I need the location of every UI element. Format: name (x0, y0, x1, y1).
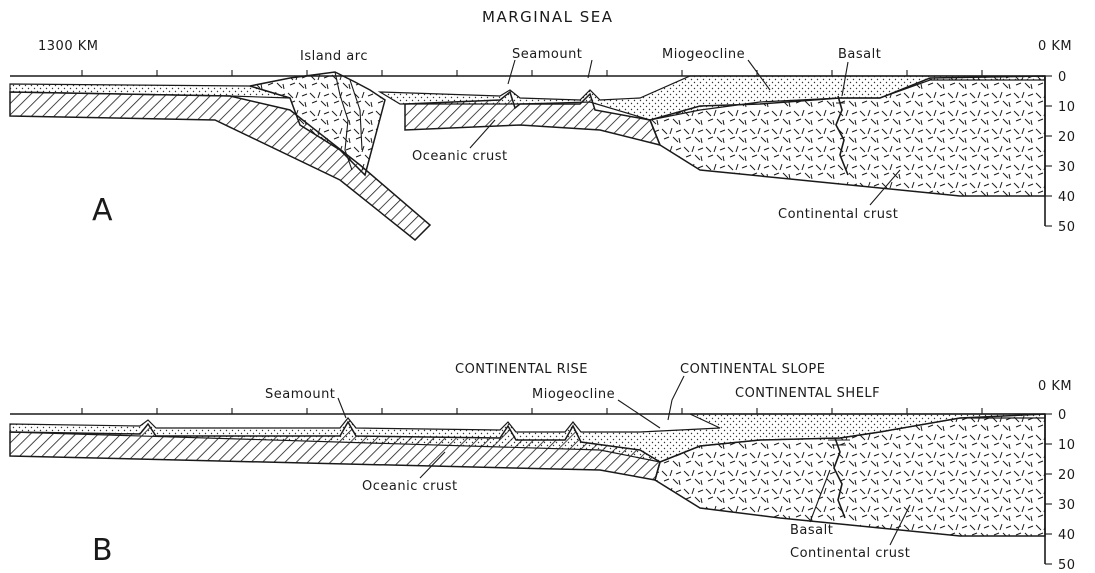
island-arc-label: Island arc (300, 49, 368, 64)
oceanic-crust-label-a: Oceanic crust (412, 149, 508, 164)
depth-tick-30-a: 30 (1058, 160, 1076, 175)
depth-tick-0-b: 0 (1058, 408, 1067, 423)
distance-label-1300km: 1300 KM (38, 39, 98, 54)
miogeocline-label-a: Miogeocline (662, 47, 745, 62)
seamount-label-a: Seamount (512, 47, 582, 62)
depth-tick-10-b: 10 (1058, 438, 1076, 453)
continental-crust-label-a: Continental crust (778, 207, 898, 222)
distance-ticks-a (82, 70, 982, 76)
depth-tick-0-a: 0 (1058, 70, 1067, 85)
panel-a-letter: A (92, 193, 113, 228)
depth-tick-40-b: 40 (1058, 528, 1076, 543)
zero-km-label-a: 0 KM (1038, 39, 1072, 54)
depth-tick-50-a: 50 (1058, 220, 1076, 235)
depth-tick-50-b: 50 (1058, 558, 1076, 573)
zero-km-label-b: 0 KM (1038, 379, 1072, 394)
depth-scale-a: 0 10 20 30 40 50 (1045, 70, 1076, 235)
depth-tick-30-b: 30 (1058, 498, 1076, 513)
panel-a: MARGINAL SEA 1300 KM 0 KM A (10, 8, 1076, 240)
distance-ticks-b (82, 408, 982, 414)
depth-tick-40-a: 40 (1058, 190, 1076, 205)
basalt-label-a: Basalt (838, 47, 881, 62)
continental-shelf-label: CONTINENTAL SHELF (735, 386, 880, 401)
panel-b-letter: B (92, 533, 113, 568)
continental-slope-label: CONTINENTAL SLOPE (680, 362, 826, 377)
miogeocline-label-b: Miogeocline (532, 387, 615, 402)
seamount-label-b: Seamount (265, 387, 335, 402)
depth-scale-b: 0 10 20 30 40 50 (1045, 408, 1076, 573)
seamount-leader-b (338, 398, 346, 418)
depth-tick-10-a: 10 (1058, 100, 1076, 115)
panel-a-title: MARGINAL SEA (482, 8, 614, 26)
continental-crust-label-b: Continental crust (790, 546, 910, 561)
seamount-leader-a (508, 60, 592, 84)
continental-rise-label: CONTINENTAL RISE (455, 362, 588, 377)
depth-tick-20-b: 20 (1058, 468, 1076, 483)
panel-b: CONTINENTAL RISE CONTINENTAL SLOPE CONTI… (10, 362, 1076, 573)
oceanic-crust-label-b: Oceanic crust (362, 479, 458, 494)
depth-tick-20-a: 20 (1058, 130, 1076, 145)
basalt-label-b: Basalt (790, 523, 833, 538)
